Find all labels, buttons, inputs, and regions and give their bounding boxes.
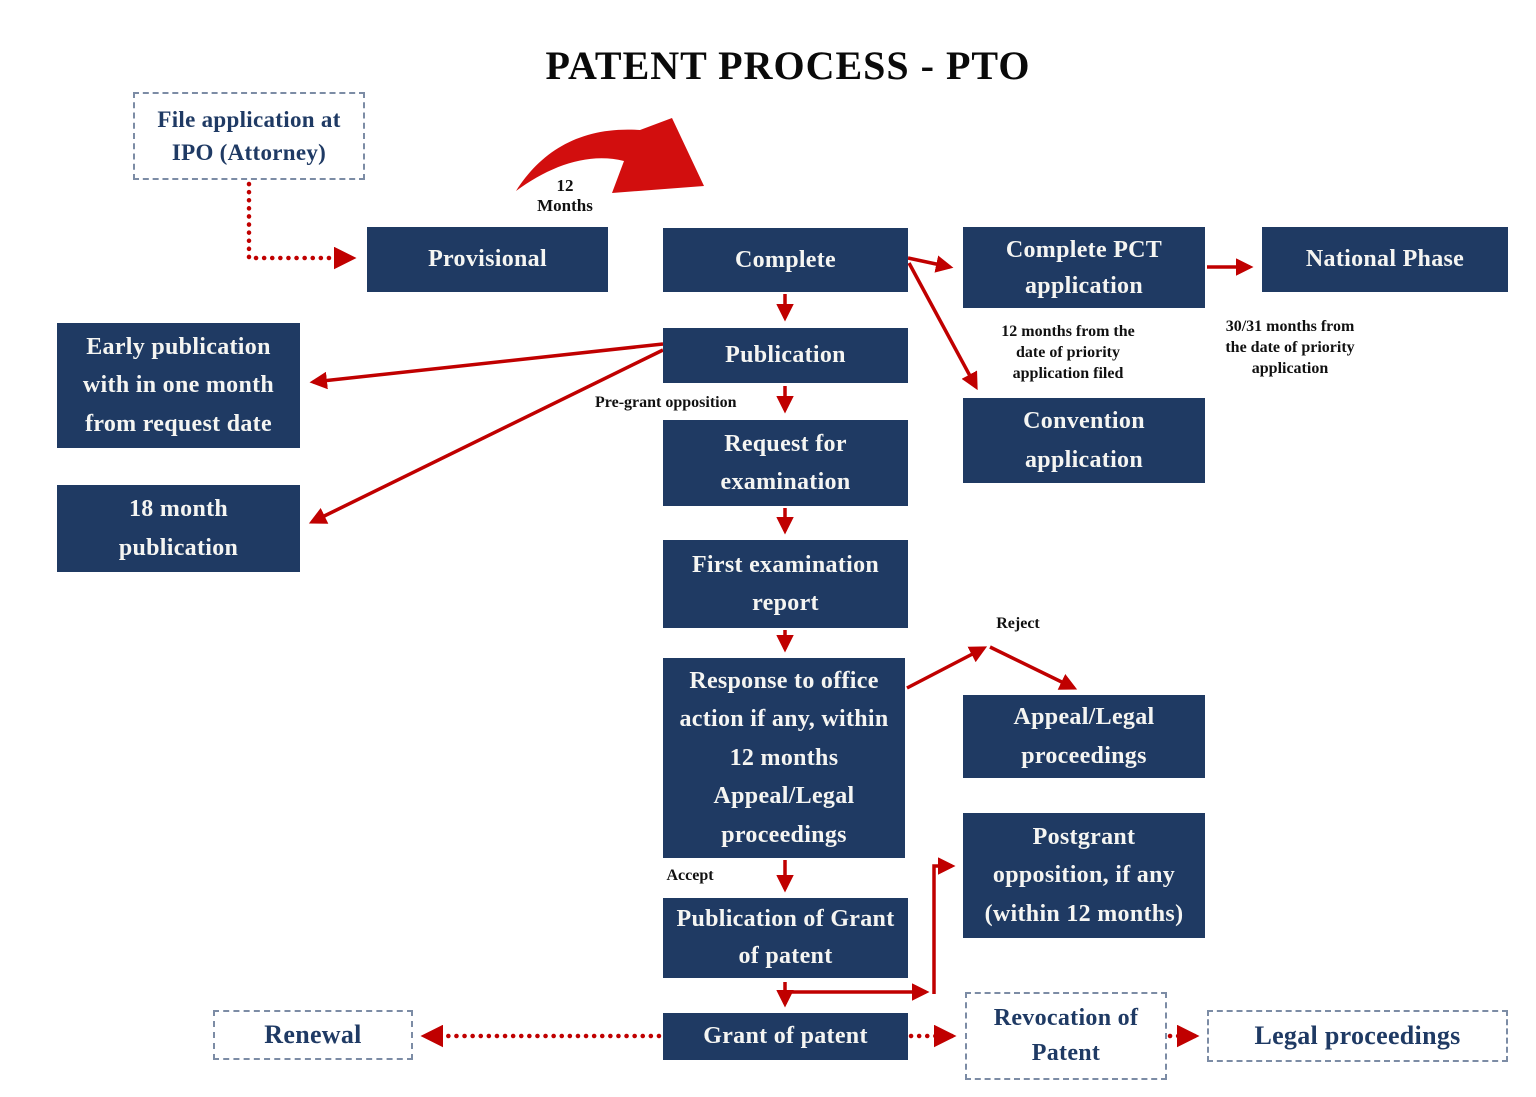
node-convention-application: Convention application xyxy=(963,398,1205,483)
arrow-complete-to-pct xyxy=(907,255,954,273)
connector-file-to-provisional xyxy=(246,181,357,270)
node-revocation-of-patent: Revocation of Patent xyxy=(965,992,1167,1080)
label-reject: Reject xyxy=(996,615,1040,632)
arrow-loop-to-postgrant xyxy=(932,857,956,994)
label-12-months-priority: 12 months from the date of priority appl… xyxy=(1001,323,1135,382)
node-national-phase: National Phase xyxy=(1262,227,1508,292)
node-first-examination-report: First examination report xyxy=(663,540,908,628)
arrow-response-to-reject-peak xyxy=(906,646,988,690)
node-provisional: Provisional xyxy=(367,227,608,292)
node-legal-proceedings: Legal proceedings xyxy=(1207,1010,1508,1062)
node-file-application: File application at IPO (Attorney) xyxy=(133,92,365,180)
node-renewal: Renewal xyxy=(213,1010,413,1060)
page-title: PATENT PROCESS - PTO xyxy=(545,43,1031,88)
node-publication: Publication xyxy=(663,328,908,383)
arrow-publication-to-earlypub xyxy=(309,342,664,390)
node-complete-pct: Complete PCT application xyxy=(963,227,1205,308)
node-response-office-action: Response to office action if any, within… xyxy=(663,658,905,858)
label-12-months: 12 Months xyxy=(537,176,593,215)
node-appeal-legal: Appeal/Legal proceedings xyxy=(963,695,1205,778)
arrow-publication-to-18month xyxy=(308,348,664,524)
node-complete: Complete xyxy=(663,228,908,292)
label-30-31-months-priority: 30/31 months from the date of priority a… xyxy=(1225,318,1355,377)
node-request-examination: Request for examination xyxy=(663,420,908,506)
node-early-publication: Early publication with in one month from… xyxy=(57,323,300,448)
node-grant-of-patent: Grant of patent xyxy=(663,1013,908,1060)
arrow-reject-peak-to-appeal xyxy=(989,645,1078,690)
node-postgrant-opposition: Postgrant opposition, if any (within 12 … xyxy=(963,813,1205,938)
label-pre-grant-opposition: Pre-grant opposition xyxy=(595,394,737,411)
node-publication-of-grant: Publication of Grant of patent xyxy=(663,898,908,978)
label-accept: Accept xyxy=(666,867,714,884)
node-18-month-publication: 18 month publication xyxy=(57,485,300,572)
